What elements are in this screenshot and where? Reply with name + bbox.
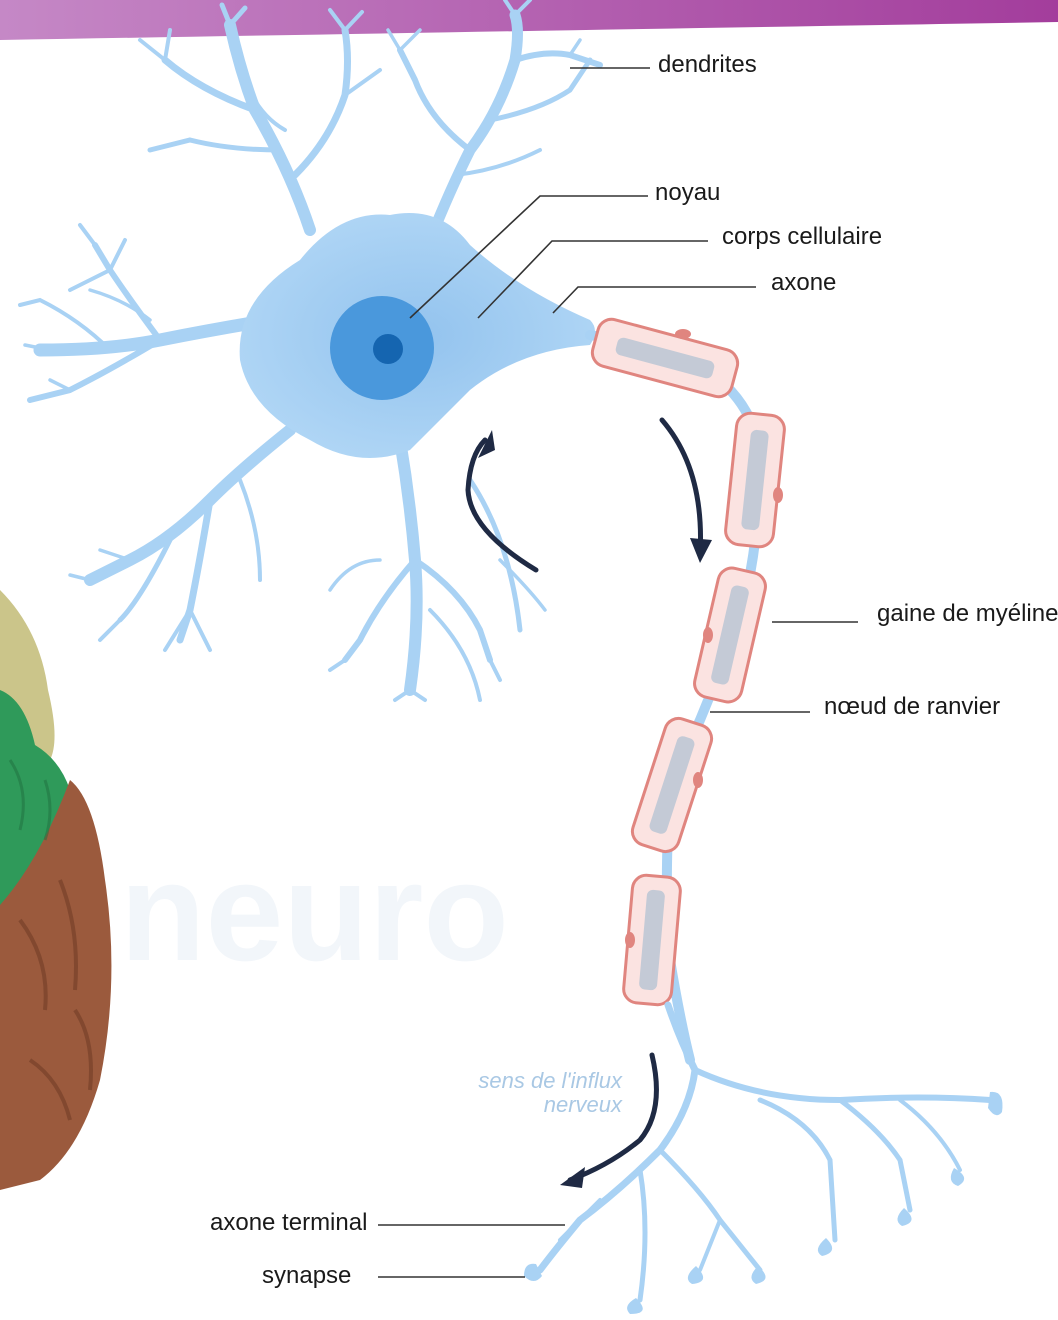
svg-text:neuro: neuro: [120, 833, 509, 990]
label-dendrites: dendrites: [658, 51, 757, 78]
arrow-axon-down: [662, 420, 701, 555]
myelin-sheath: [589, 316, 786, 1006]
nucleolus: [373, 334, 403, 364]
label-synapse: synapse: [262, 1262, 351, 1289]
label-gaine-de-myeline: gaine de myéline: [877, 600, 1058, 627]
brain-illustration: [0, 590, 111, 1190]
label-axone: axone: [771, 269, 836, 296]
influx-direction-label-line2: nerveux: [544, 1092, 623, 1117]
label-corps-cellulaire: corps cellulaire: [722, 223, 882, 250]
label-noyau: noyau: [655, 179, 720, 206]
influx-direction-label-line1: sens de l'influx: [478, 1068, 623, 1093]
axon-terminal-branches: [540, 1005, 990, 1300]
label-noeud-de-ranvier: nœud de ranvier: [824, 693, 1000, 720]
header-banner: [0, 0, 1058, 40]
label-axone-terminal: axone terminal: [210, 1209, 367, 1236]
